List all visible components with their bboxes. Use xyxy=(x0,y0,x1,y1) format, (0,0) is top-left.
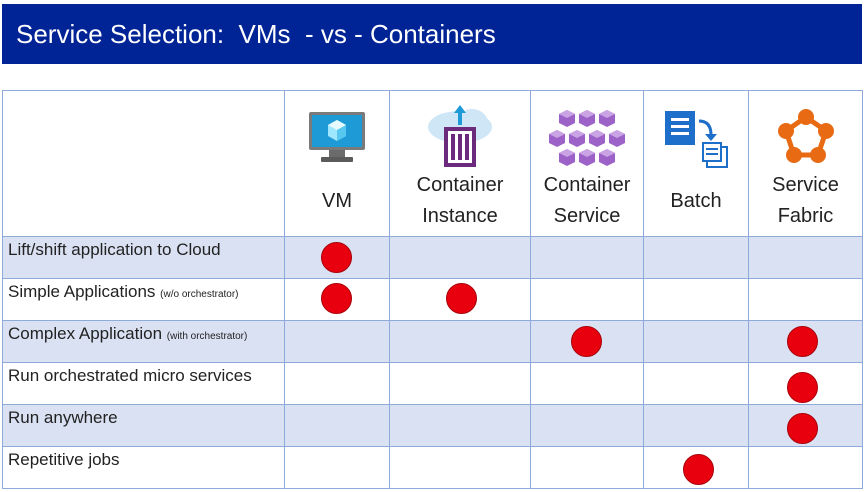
cell-vm xyxy=(284,278,390,321)
selection-dot xyxy=(787,326,818,357)
column-header-vm: VM xyxy=(284,90,390,237)
cell-vm xyxy=(284,362,390,405)
cell-container-service xyxy=(530,320,644,363)
column-header-service-fabric: Service Fabric xyxy=(748,90,863,237)
cell-batch xyxy=(643,404,749,447)
row-label: Run anywhere xyxy=(2,404,285,447)
cell-batch xyxy=(643,320,749,363)
cell-service-fabric xyxy=(748,278,863,321)
table-row: Run anywhere xyxy=(2,404,863,447)
cell-vm xyxy=(284,446,390,489)
table-row: Repetitive jobs xyxy=(2,446,863,489)
cell-batch xyxy=(643,236,749,279)
column-header-batch: Batch xyxy=(643,90,749,237)
cell-container-service xyxy=(530,362,644,405)
cell-vm xyxy=(284,320,390,363)
cell-service-fabric xyxy=(748,320,863,363)
cell-vm xyxy=(284,404,390,447)
selection-dot xyxy=(683,454,714,485)
column-name: Container Service xyxy=(543,174,631,227)
cell-service-fabric xyxy=(748,404,863,447)
cell-container-service xyxy=(530,404,644,447)
row-label: Complex Application (with orchestrator) xyxy=(2,320,285,363)
cell-batch xyxy=(643,446,749,489)
row-label: Lift/shift application to Cloud xyxy=(2,236,285,279)
comparison-table: VM Container Instance xyxy=(2,90,863,489)
table-row: Run orchestrated micro services xyxy=(2,362,863,405)
selection-dot xyxy=(321,283,352,314)
row-label: Repetitive jobs xyxy=(2,446,285,489)
container-instance-icon xyxy=(390,105,530,171)
vm-monitor-icon xyxy=(285,105,389,171)
cell-container-instance xyxy=(389,320,531,363)
column-name: Container Instance xyxy=(416,174,504,227)
table-row: Lift/shift application to Cloud xyxy=(2,236,863,279)
title-bar: Service Selection: VMs - vs - Containers xyxy=(2,4,862,64)
row-label: Run orchestrated micro services xyxy=(2,362,285,405)
selection-dot xyxy=(787,413,818,444)
column-header-container-instance: Container Instance xyxy=(389,90,531,237)
cell-container-instance xyxy=(389,278,531,321)
table-row: Complex Application (with orchestrator) xyxy=(2,320,863,363)
cell-vm xyxy=(284,236,390,279)
cell-container-service xyxy=(530,446,644,489)
selection-dot xyxy=(787,372,818,403)
column-name: Batch xyxy=(670,189,722,212)
column-name: VM xyxy=(322,189,352,212)
batch-icon xyxy=(644,105,748,171)
cell-container-instance xyxy=(389,236,531,279)
column-name: Service Fabric xyxy=(772,174,839,227)
cell-service-fabric xyxy=(748,236,863,279)
container-service-icon xyxy=(531,105,643,171)
column-header-container-service: Container Service xyxy=(530,90,644,237)
cell-container-instance xyxy=(389,362,531,405)
cell-batch xyxy=(643,278,749,321)
selection-dot xyxy=(321,242,352,273)
row-label: Simple Applications (w/o orchestrator) xyxy=(2,278,285,321)
corner-cell xyxy=(2,90,285,237)
cell-container-instance xyxy=(389,446,531,489)
cell-container-service xyxy=(530,278,644,321)
table-row: Simple Applications (w/o orchestrator) xyxy=(2,278,863,321)
selection-dot xyxy=(571,326,602,357)
page-title: Service Selection: VMs - vs - Containers xyxy=(16,18,496,49)
header-row: VM Container Instance xyxy=(2,90,863,237)
cell-container-service xyxy=(530,236,644,279)
cell-service-fabric xyxy=(748,446,863,489)
service-fabric-icon xyxy=(749,105,862,171)
cell-batch xyxy=(643,362,749,405)
selection-dot xyxy=(446,283,477,314)
cell-service-fabric xyxy=(748,362,863,405)
cell-container-instance xyxy=(389,404,531,447)
